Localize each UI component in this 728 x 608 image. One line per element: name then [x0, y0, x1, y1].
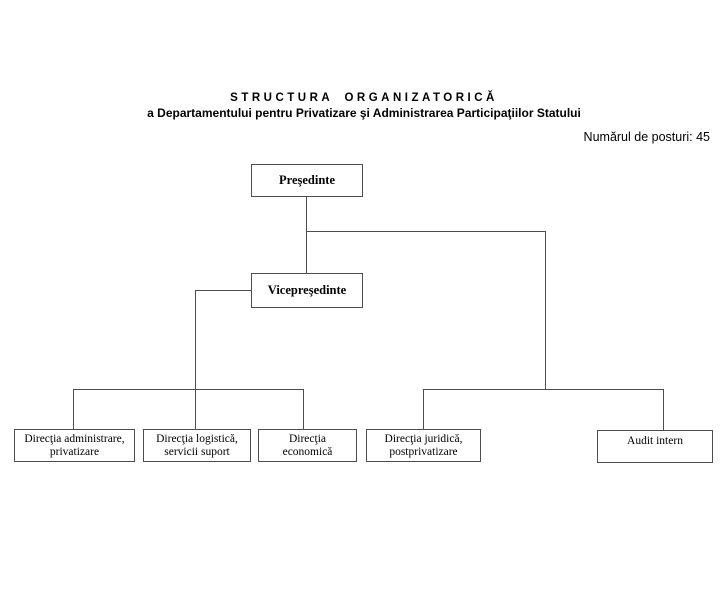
connector-branch-right — [306, 231, 546, 232]
staff-count-note: Numărul de posturi: 45 — [583, 130, 710, 144]
connector-vicepresident-left — [195, 290, 251, 291]
org-node-audit-intern: Audit intern — [597, 430, 713, 463]
org-node-presedinte: Preşedinte — [251, 164, 363, 197]
connector-drop-economica — [303, 389, 304, 429]
org-node-directia-logistica: Direcţia logistică, servicii suport — [143, 429, 251, 462]
org-node-vicepresedinte: Vicepreşedinte — [251, 273, 363, 308]
org-node-label: Direcţia juridică, postprivatizare — [384, 432, 463, 458]
org-node-label: Vicepreşedinte — [267, 283, 347, 297]
connector-right-feeder — [545, 231, 546, 389]
org-node-label: Direcţia administrare, privatizare — [24, 432, 125, 458]
connector-drop-audit — [663, 389, 664, 430]
connector-bus-left — [73, 389, 304, 390]
connector-bus-right — [423, 389, 664, 390]
org-node-directia-juridica: Direcţia juridică, postprivatizare — [366, 429, 481, 462]
org-node-directia-administrare: Direcţia administrare, privatizare — [14, 429, 135, 462]
connector-drop-juridica — [423, 389, 424, 429]
org-node-directia-economica: Direcţia economică — [258, 429, 357, 462]
org-node-label: Audit intern — [627, 435, 683, 447]
org-node-label: Direcţia logistică, servicii suport — [156, 432, 238, 458]
page-subtitle: a Departamentului pentru Privatizare şi … — [147, 106, 581, 120]
page-title: STRUCTURA ORGANIZATORICĂ — [230, 92, 498, 104]
connector-president-vicepresident — [306, 197, 307, 273]
org-node-label: Preşedinte — [278, 173, 335, 187]
connector-left-feeder — [195, 290, 196, 429]
connector-drop-administrare — [73, 389, 74, 429]
org-node-label: Direcţia economică — [282, 432, 333, 458]
